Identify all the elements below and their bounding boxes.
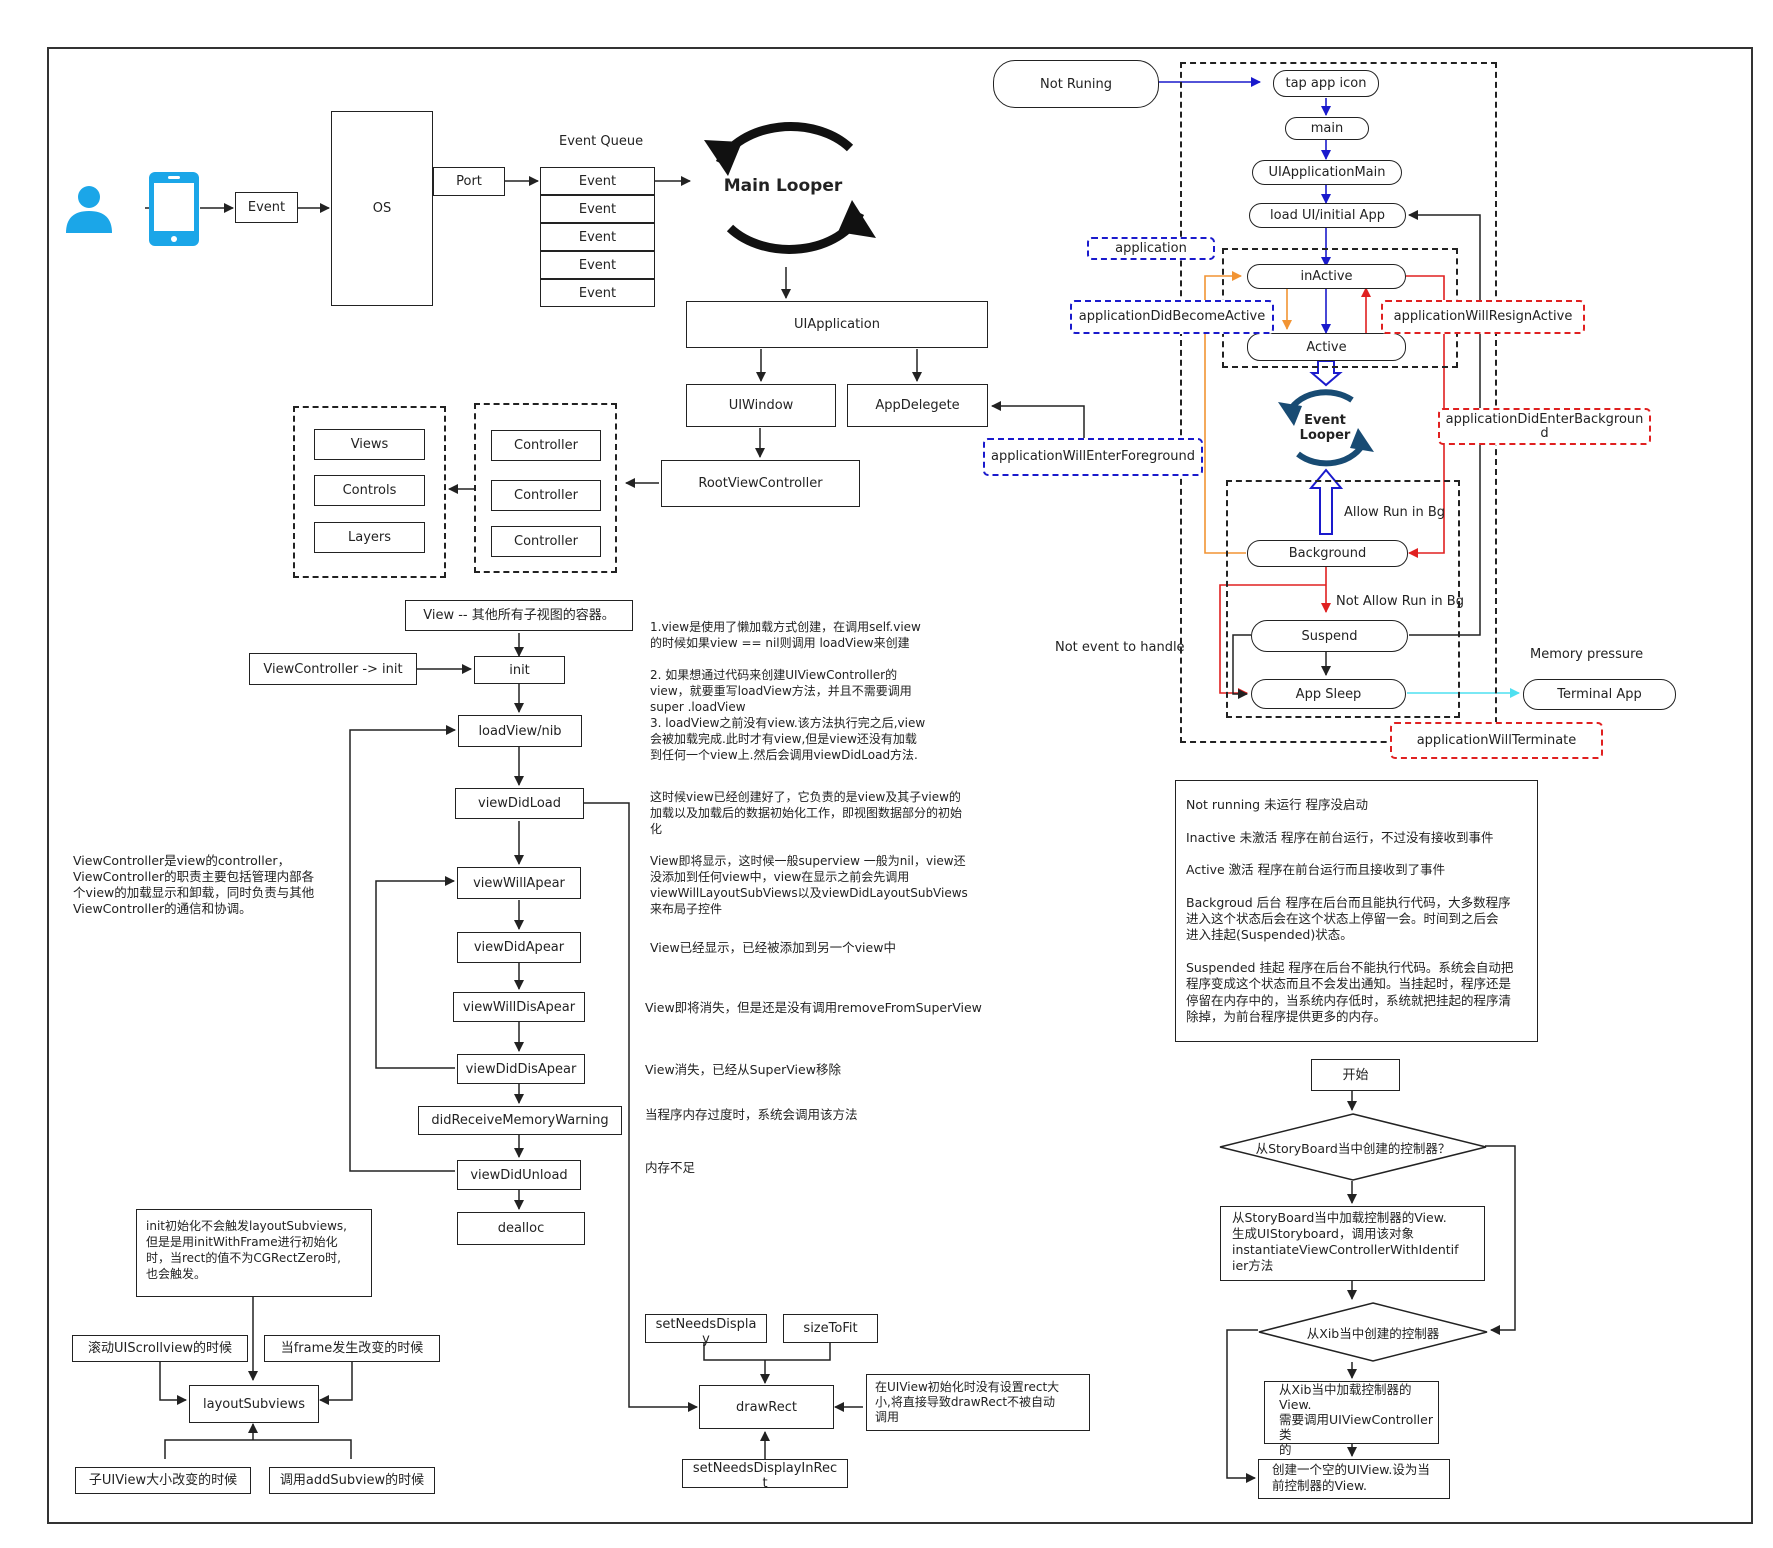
user-icon xyxy=(66,186,112,233)
add-subview-box: 调用addSubview的时候 xyxy=(269,1467,435,1494)
will-resign-active-tag: applicationWillResignActive xyxy=(1381,300,1585,334)
setneedsdisplay-box: setNeedsDispla y xyxy=(645,1314,767,1347)
event-box: Event xyxy=(235,192,298,223)
appdelegate-box: AppDelegete xyxy=(847,384,988,427)
step-viewdidunload: viewDidUnload xyxy=(457,1160,581,1190)
rootviewcontroller-box: RootViewController xyxy=(661,460,860,507)
step-init: init xyxy=(474,656,565,684)
uiwindow-box: UIWindow xyxy=(686,384,836,427)
background-state: Background xyxy=(1247,540,1408,567)
queue-event: Event xyxy=(540,223,655,251)
did-enter-background-tag: applicationDidEnterBackgroun d xyxy=(1438,408,1651,445)
note-viewwilldisappear: View即将消失，但是还是没有调用removeFromSuperView xyxy=(645,1000,982,1015)
views-group xyxy=(293,406,446,578)
step-loadview: loadView/nib xyxy=(458,715,582,747)
main-looper-label: Main Looper xyxy=(723,176,843,196)
suspend-state: Suspend xyxy=(1251,620,1408,652)
step-viewwillappear: viewWillApear xyxy=(457,867,581,899)
frame-change-box: 当frame发生改变的时候 xyxy=(264,1335,440,1362)
application-delegate-tag: application xyxy=(1087,237,1215,260)
allow-run-label: Allow Run in Bg xyxy=(1344,505,1446,520)
flow-decision-storyboard xyxy=(1219,1113,1487,1181)
not-running-state: Not Runing xyxy=(993,60,1159,108)
os-box: OS xyxy=(331,111,433,306)
flow-step-empty-view: 创建一个空的UIView.设为当 前控制器的View. xyxy=(1258,1459,1450,1499)
setneedsdisplayinrect-box: setNeedsDisplayInRec t xyxy=(682,1459,848,1491)
step-dealloc: dealloc xyxy=(457,1212,585,1245)
sizetofit-box: sizeToFit xyxy=(783,1314,878,1343)
tap-app-icon-state: tap app icon xyxy=(1273,70,1379,97)
note-viewdidappear: View已经显示，已经被添加到另一个view中 xyxy=(650,940,896,955)
event-looper-label: Event Looper xyxy=(1299,413,1351,443)
event-looper-icon xyxy=(1278,389,1374,467)
load-ui-state: load UI/initial App xyxy=(1249,203,1406,228)
app-lifecycle-group xyxy=(1180,62,1497,743)
queue-event: Event xyxy=(540,195,655,223)
did-become-active-tag: applicationDidBecomeActive xyxy=(1070,300,1274,334)
port-box: Port xyxy=(433,167,505,196)
will-terminate-tag: applicationWillTerminate xyxy=(1390,722,1603,759)
controller-box: Controller xyxy=(491,430,601,461)
state-legend-box: Not running 未运行 程序没启动 Inactive 未激活 程序在前台… xyxy=(1175,780,1538,1042)
controller-box: Controller xyxy=(491,526,601,557)
app-sleep-state: App Sleep xyxy=(1251,679,1406,709)
inactive-state: inActive xyxy=(1247,264,1406,289)
queue-event: Event xyxy=(540,167,655,195)
layoutsubviews-box: layoutSubviews xyxy=(189,1385,319,1423)
flow-step-storyboard: 从StoryBoard当中加载控制器的View. 生成UIStoryboard，… xyxy=(1220,1206,1485,1281)
step-viewdidappear: viewDidApear xyxy=(457,932,581,963)
uiapplicationmain-state: UIApplicationMain xyxy=(1252,160,1402,185)
event-queue-label: Event Queue xyxy=(559,134,644,149)
controllers-group xyxy=(474,403,617,573)
main-looper-icon xyxy=(704,122,876,254)
layout-note-box: init初始化不会触发layoutSubviews, 但是是用initWithF… xyxy=(136,1209,372,1297)
step-viewwilldisappear: viewWillDisApear xyxy=(453,992,585,1022)
vc-init-box: ViewController -> init xyxy=(249,653,417,685)
note-viewdidload: 这时候view已经创建好了，它负责的是view及其子view的 加载以及加载后的… xyxy=(650,790,968,916)
terminal-app-state: Terminal App xyxy=(1523,679,1676,710)
note-viewdiddisappear: View消失，已经从SuperView移除 xyxy=(645,1062,841,1077)
memory-pressure-label: Memory pressure xyxy=(1530,647,1644,662)
layers-box: Layers xyxy=(314,522,425,553)
diagram-frame xyxy=(47,47,1753,1524)
phone-icon xyxy=(149,172,199,246)
controller-box: Controller xyxy=(491,480,601,511)
flow-decision-xib xyxy=(1258,1302,1488,1362)
step-viewdiddisappear: viewDidDisApear xyxy=(457,1054,585,1084)
note-memorywarning: 当程序内存过度时，系统会调用该方法 xyxy=(645,1107,858,1122)
views-box: Views xyxy=(314,429,425,460)
step-viewdidload: viewDidLoad xyxy=(455,788,584,819)
state-chain-arrows xyxy=(1158,77,1331,334)
flow-start: 开始 xyxy=(1311,1059,1400,1091)
drawrect-box: drawRect xyxy=(699,1385,834,1429)
note-loadview: 1.view是使用了懒加载方式创建，在调用self.view 的时候如果view… xyxy=(650,620,926,762)
layout-draw-arrows xyxy=(159,1297,863,1459)
scroll-trigger-box: 滚动UIScrollview的时候 xyxy=(72,1335,248,1362)
step-didreceivememorywarning: didReceiveMemoryWarning xyxy=(418,1106,622,1135)
flow-step-xib: 从Xib当中加载控制器的View. 需要调用UIViewController类 … xyxy=(1264,1381,1439,1487)
main-state: main xyxy=(1285,117,1369,140)
subview-size-box: 子UIView大小改变的时候 xyxy=(75,1467,251,1494)
controls-box: Controls xyxy=(314,475,425,506)
active-state: Active xyxy=(1247,333,1406,361)
not-event-label: Not event to handle xyxy=(1055,640,1185,655)
queue-event: Event xyxy=(540,279,655,307)
vc-description: ViewController是view的controller， ViewCont… xyxy=(73,853,315,916)
queue-event: Event xyxy=(540,251,655,279)
flow-decision-xib-label: 从Xib当中创建的控制器 xyxy=(1306,1326,1440,1341)
background-group xyxy=(1226,480,1460,718)
uiapplication-box: UIApplication xyxy=(686,301,988,348)
not-allow-run-label: Not Allow Run in Bg xyxy=(1336,594,1464,609)
flow-decision-storyboard-label: 从StoryBoard当中创建的控制器？ xyxy=(1255,1141,1451,1156)
will-enter-foreground-tag: applicationWillEnterForeground xyxy=(983,438,1203,476)
note-viewdidunload: 内存不足 xyxy=(645,1160,696,1175)
drawrect-note-box: 在UIView初始化时没有设置rect大 小,将直接导致drawRect不被自动… xyxy=(866,1374,1090,1431)
view-description-box: View -- 其他所有子视图的容器。 xyxy=(405,600,633,631)
lifecycle-arrows xyxy=(349,633,698,1412)
